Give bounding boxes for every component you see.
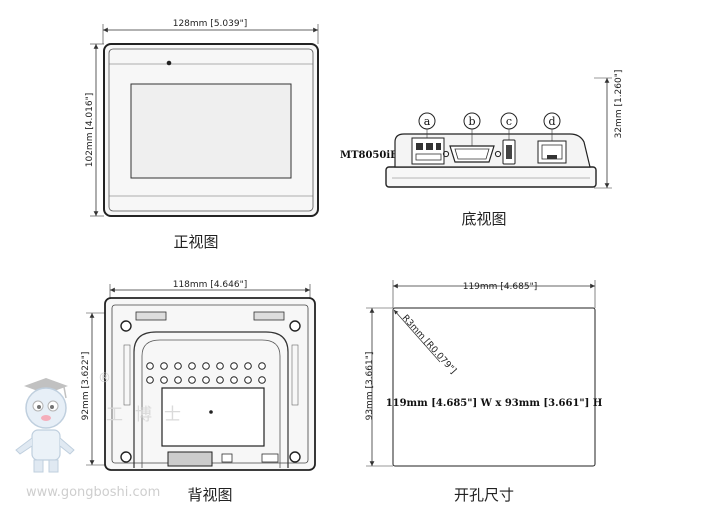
camera-dot [166,60,172,66]
port-b-db9 [442,145,502,163]
front-caption: 正视图 [173,233,218,251]
port-callout-a: a [418,112,436,138]
cutout-caption: 开孔尺寸 [454,486,514,504]
port-callout-b: b [463,112,481,146]
port-callout-d: d [543,112,561,141]
top-clip-left [135,311,167,321]
cutout-height-dim: 93mm [3.661"] [365,352,375,421]
port-label-c: c [506,115,512,128]
watermark: ® 工博士 www.gongboshi.com [15,371,193,500]
screw-tl [120,320,132,332]
model-label: MT8050iB [340,150,399,161]
back-view: 118mm [4.646"] 92mm [3.622"] [81,280,316,504]
front-view: 128mm [5.039"] 102mm [4.016"] 正视图 [85,19,319,251]
front-height-dim: 102mm [4.016"] [85,93,95,168]
port-c-usb [502,139,516,165]
port-label-d: d [548,115,555,128]
port-d-ethernet [537,140,567,164]
front-screen [130,83,292,179]
screw-bl [120,451,132,463]
bottom-caption: 底视图 [461,210,506,228]
port-label-b: b [468,115,475,128]
front-width-dim: 128mm [5.039"] [173,19,248,29]
cutout-rect [392,307,596,467]
cutout-size-text: 119mm [4.685"] W x 93mm [3.661"] H [386,398,603,409]
cutout-width-dim: 119mm [4.685"] [463,282,538,292]
screw-br [289,451,301,463]
back-caption: 背视图 [187,486,232,504]
bottom-depth-dim: 32mm [1.260"] [614,70,624,139]
bottom-view: 32mm [1.260"] MT8050iB [340,70,624,228]
screw-tr [289,320,301,332]
port-a-terminal [411,137,445,165]
back-inner-bay [133,331,289,468]
back-height-dim: 92mm [3.622"] [81,352,91,421]
watermark-url: www.gongboshi.com [26,485,160,500]
label-plate [161,387,265,447]
watermark-registered: ® [98,371,111,386]
bottom-base-plate [385,166,597,188]
watermark-brand: 工博士 [106,405,193,425]
back-bottom-connector [167,451,213,467]
port-label-a: a [424,115,431,128]
port-callout-c: c [500,112,518,140]
top-clip-right [253,311,285,321]
vent-holes [146,362,266,384]
back-width-dim: 118mm [4.646"] [173,280,248,290]
mascot-logo [15,378,75,473]
cutout-view: 119mm [4.685"] 93mm [3.661"] R3mm [R0.07… [365,280,602,504]
